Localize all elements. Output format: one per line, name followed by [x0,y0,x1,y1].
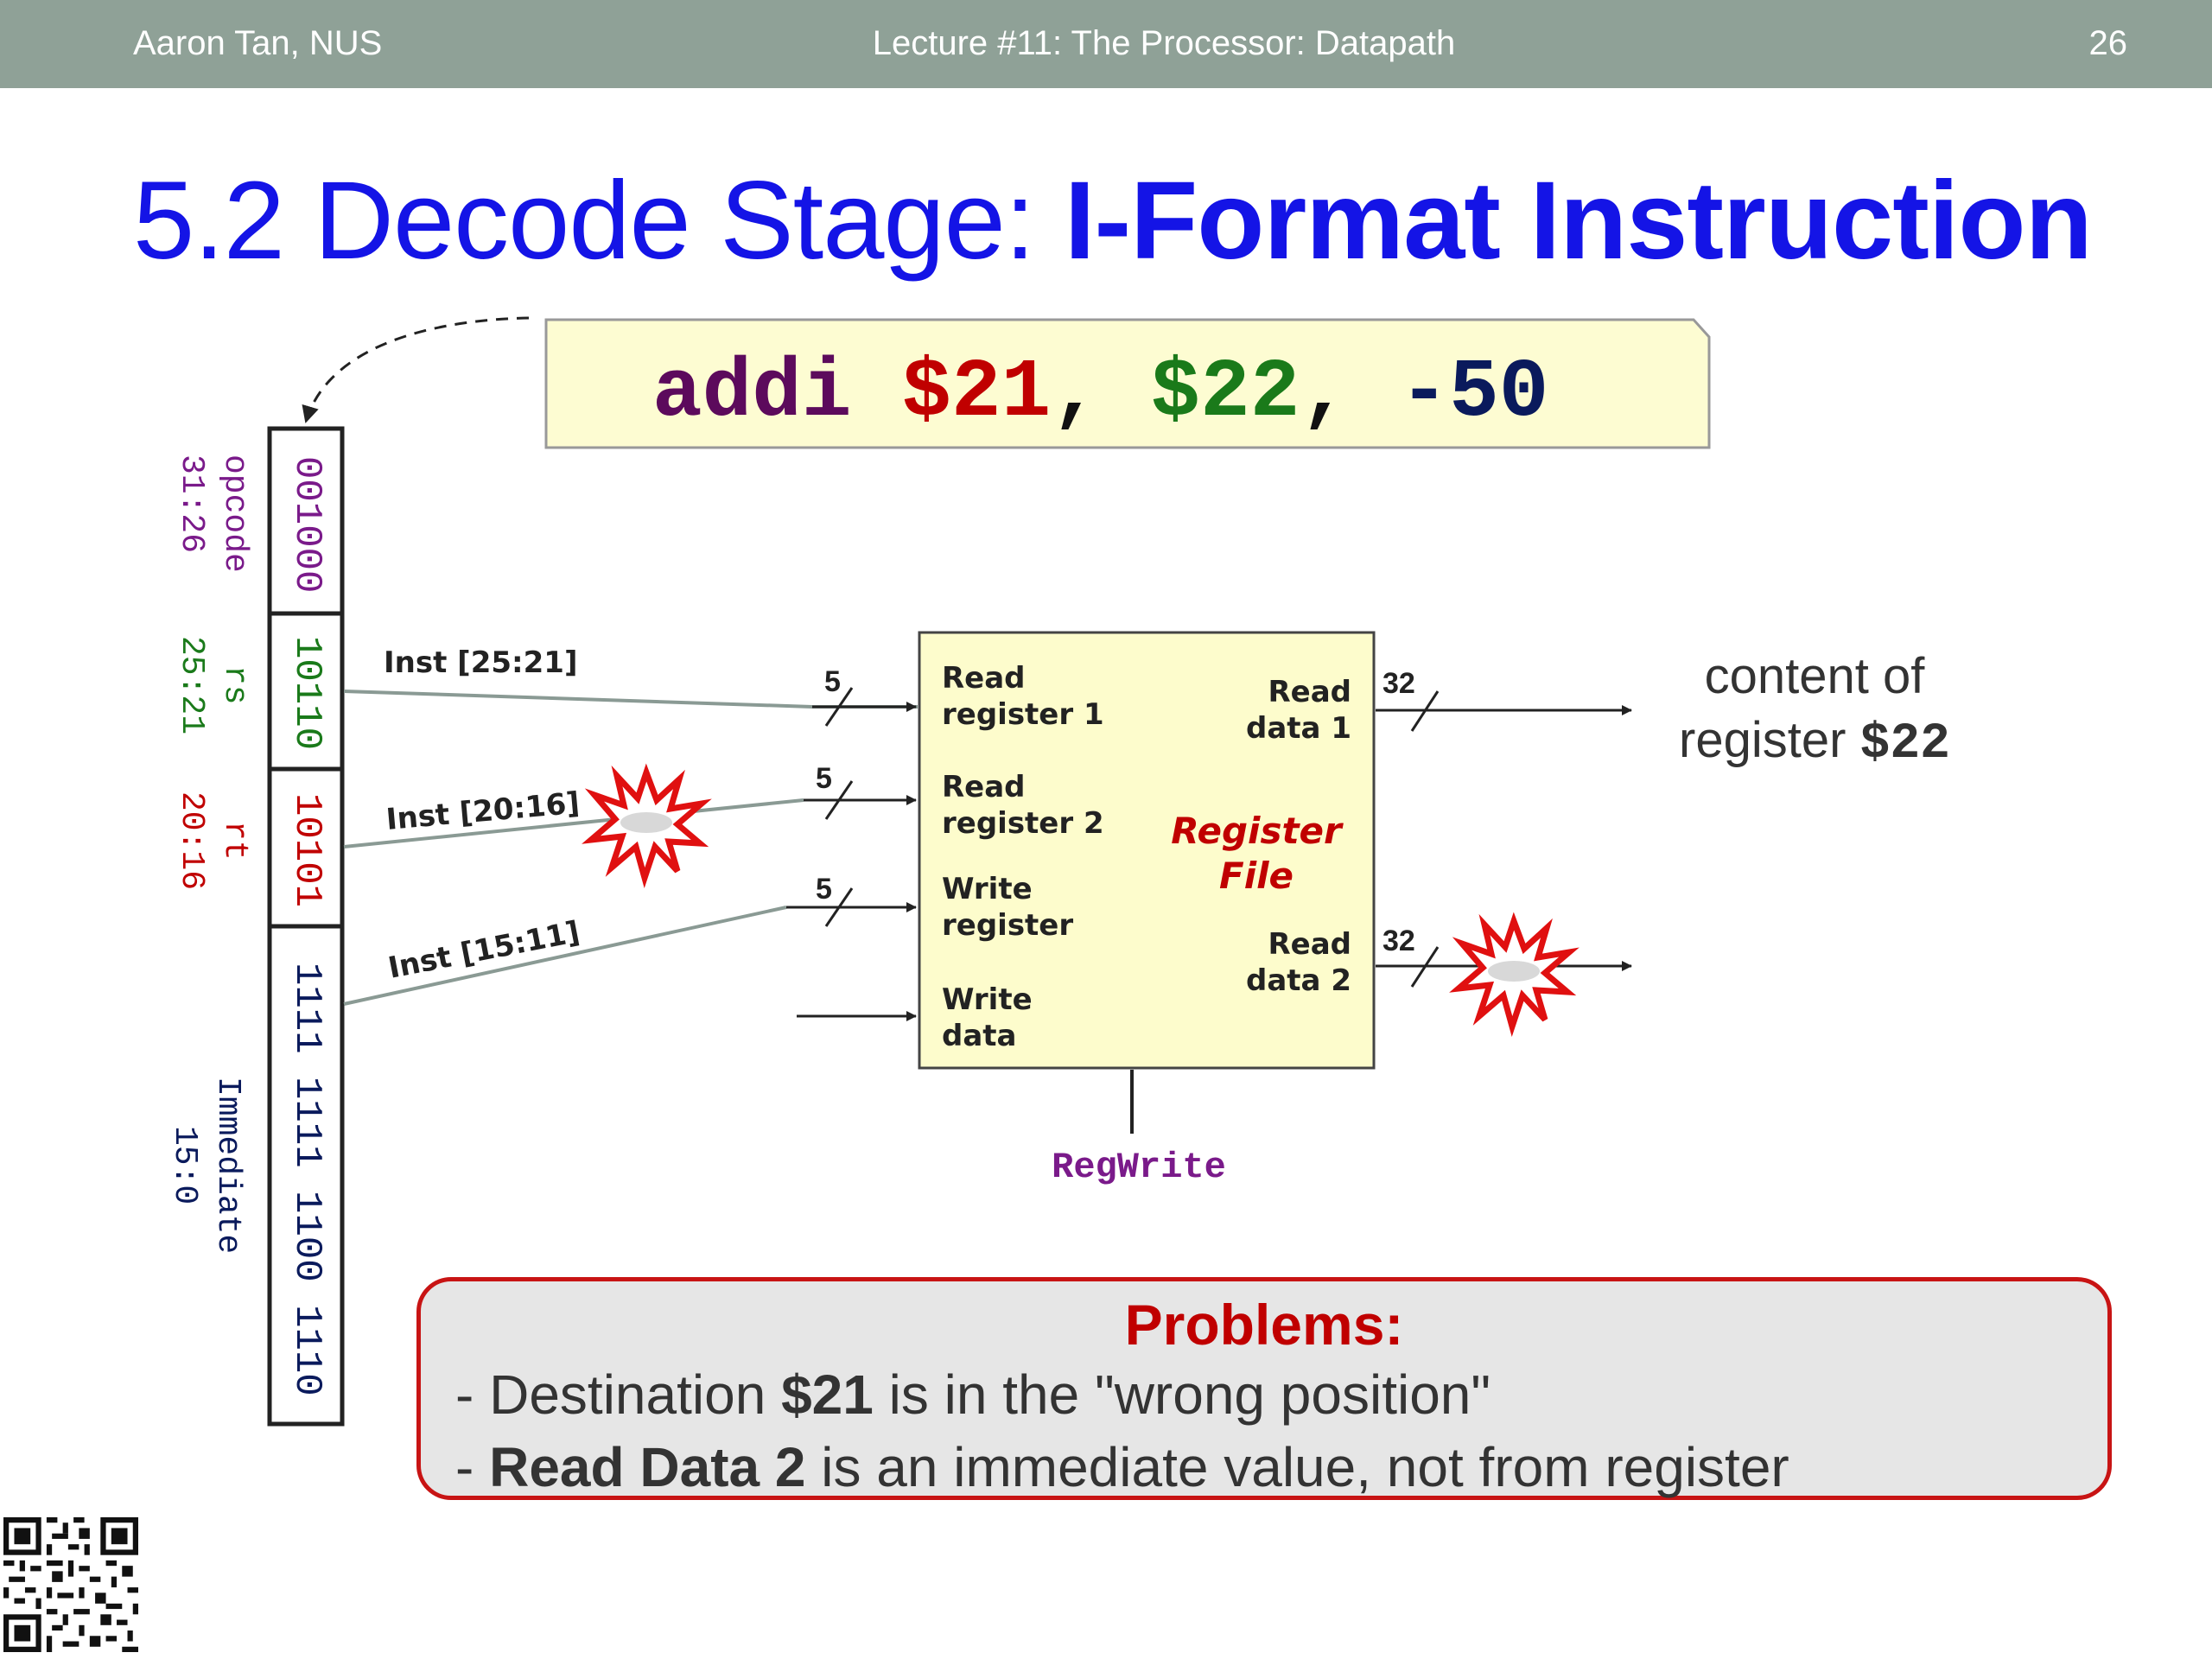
instruction-rt: $21 [901,346,1051,440]
bus-width-rd2: 32 [1382,925,1415,957]
field-bits-rt: 10101 [285,793,328,908]
problem-2: - Read Data 2 is an immediate value, not… [455,1435,1789,1499]
port-write-register-l1: Write [942,872,1033,906]
bus-width-rr2: 5 [816,762,832,795]
wire-inst-20-16 [343,798,804,849]
problems-box: Problems: - Destination $21 is in the "w… [416,1277,2112,1500]
content-note-line1: content of [1704,648,1925,704]
problems-title: Problems: [1124,1293,1404,1357]
problem-2-post: is an immediate value, not from register [805,1436,1789,1498]
bus-slash-rd1 [1410,690,1440,732]
bus-width-wr: 5 [816,873,832,906]
port-read-data-2-l1: Read [1268,927,1351,962]
port-write-register-l2: register [942,908,1073,943]
bus-slash-rr1 [824,687,854,727]
field-label-rt-range: 20:16 [173,791,210,891]
field-label-immediate-name: Immediate [209,1077,246,1255]
problem-2-bold: Read Data 2 [489,1436,806,1498]
content-of-register-note: content of register $22 [1668,645,1961,777]
header-author: Aaron Tan, NUS [133,24,383,62]
problem-2-pre: - [455,1436,490,1498]
problem-1-pre: - Destination [455,1363,782,1426]
instruction-sep-1: , [1051,346,1150,440]
field-label-rs-name: rs [216,665,253,705]
register-file-block [918,631,1376,1070]
field-label-rs-range: 25:21 [173,636,210,735]
content-note-text: register [1679,712,1860,768]
field-bits-immediate: 1111 1111 1100 1110 [285,963,328,1396]
port-read-register-2-l1: Read [942,770,1026,804]
regwrite-label: RegWrite [1052,1147,1226,1188]
field-box-rs [267,611,345,772]
bus-slash-rd2 [1410,946,1440,988]
instruction-sep-2: , [1300,346,1399,440]
port-read-data-2-l2: data 2 [1246,963,1351,998]
slide-title: 5.2 Decode Stage: I-Format Instruction [133,157,2093,284]
port-write-data-l2: data [942,1019,1016,1053]
port-write-data-l1: Write [942,982,1033,1017]
port-read-data-1-l1: Read [1268,675,1351,709]
field-label-rt-name: rt [216,821,253,861]
port-read-register-1-l1: Read [942,661,1026,696]
instruction-text: addi $21, $22, -50 [652,346,1548,440]
dashed-pointer-arrow [302,316,530,423]
instruction-rs: $22 [1150,346,1300,440]
content-note-register: $22 [1859,716,1950,772]
bus-width-rr1: 5 [824,665,841,698]
bus-slash-rr2 [824,780,854,820]
field-box-rt [267,766,345,929]
register-file-name-l2: File [1219,855,1294,897]
slide-header: Aaron Tan, NUS Lecture #11: The Processo… [0,0,2212,88]
content-note-line2: register $22 [1668,709,1961,777]
field-label-opcode-name: opcode [216,454,253,573]
wire-inst-15-11 [343,906,787,1006]
port-read-register-1-l2: register 1 [942,697,1104,732]
problem-1-bold: $21 [781,1363,874,1426]
label-inst-25-21: Inst [25:21] [384,645,578,680]
register-file-name-l1: Register [1171,810,1344,852]
field-label-immediate-range: 15:0 [166,1126,203,1205]
problem-1-post: is in the "wrong position" [873,1363,1491,1426]
field-box-immediate [267,924,345,1427]
slide-title-bold: I-Format Instruction [1064,159,2093,283]
burst-icon-rt [582,763,712,888]
qr-code-icon [3,1517,138,1652]
field-label-opcode-range: 31:26 [173,454,210,554]
instruction-callout [544,318,1711,449]
slide-title-normal: 5.2 Decode Stage: [133,159,1065,283]
header-lecture-title: Lecture #11: The Processor: Datapath [872,24,1456,62]
problem-1: - Destination $21 is in the "wrong posit… [455,1363,1491,1427]
field-bits-rs: 10110 [285,636,328,751]
header-page-number: 26 [2088,24,2128,62]
instruction-op: addi [652,346,851,440]
bus-slash-wr [824,887,854,927]
field-bits-opcode: 001000 [285,456,328,594]
bus-width-rd1: 32 [1382,667,1415,700]
port-read-register-2-l2: register 2 [942,806,1104,841]
instruction-imm: -50 [1400,346,1549,440]
burst-icon-read-data-2 [1449,912,1580,1037]
port-read-data-1-l2: data 1 [1246,711,1351,746]
label-inst-20-16: Inst [20:16] [385,786,581,837]
field-box-opcode [267,426,345,616]
